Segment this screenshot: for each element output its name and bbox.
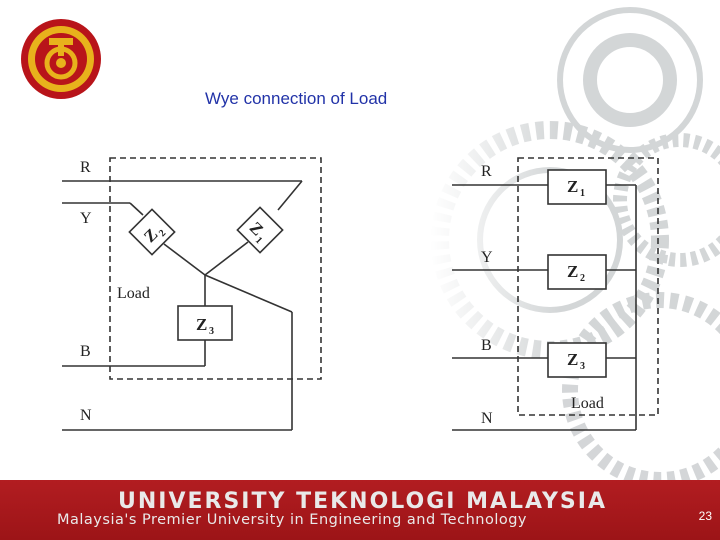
right-z1-symbol: Z: [567, 177, 578, 196]
left-line-y-label: Y: [80, 210, 92, 227]
slide-title: Wye connection of Load: [205, 89, 388, 108]
footer-banner: UNIVERSITY TEKNOLOGI MALAYSIA Malaysia's…: [0, 480, 720, 540]
right-line-y-label: Y: [481, 249, 493, 266]
right-z2-impedance: [547, 254, 607, 290]
left-z3-impedance: [177, 305, 233, 341]
right-line-b-label: B: [481, 337, 492, 354]
university-tagline: Malaysia's Premier University in Enginee…: [57, 512, 528, 528]
left-z2-impedance: [128, 208, 176, 256]
right-z2-symbol: Z: [567, 262, 578, 281]
right-z1-impedance: [547, 169, 607, 205]
right-load-label: Load: [571, 395, 604, 412]
left-load-boundary: [109, 157, 322, 380]
right-line-r-label: R: [481, 163, 492, 180]
right-z3-impedance: [547, 342, 607, 378]
left-z2-subscript: 2: [157, 228, 168, 239]
university-name: UNIVERSITY TEKNOLOGI MALAYSIA: [118, 489, 607, 514]
wye-load-diagram: R Y B N Load Z 2 Z 1 Z 3 R Y B N Load Z …: [62, 157, 659, 431]
left-line-b-label: B: [80, 343, 91, 360]
university-logo: [21, 19, 101, 99]
right-z3-symbol: Z: [567, 350, 578, 369]
right-z1-subscript: 1: [580, 188, 585, 199]
left-line-r-label: R: [80, 159, 91, 176]
right-z3-subscript: 3: [580, 361, 585, 372]
left-line-n-label: N: [80, 407, 92, 424]
right-load-boundary: [517, 157, 659, 416]
right-line-n-label: N: [481, 410, 493, 427]
left-z3-subscript: 3: [209, 326, 214, 337]
right-z2-subscript: 2: [580, 273, 585, 284]
left-z3-symbol: Z: [196, 315, 207, 334]
left-load-label: Load: [117, 285, 150, 302]
left-z1-subscript: 1: [253, 235, 264, 246]
left-z1-impedance: [236, 206, 284, 254]
page-number: 23: [698, 509, 712, 523]
